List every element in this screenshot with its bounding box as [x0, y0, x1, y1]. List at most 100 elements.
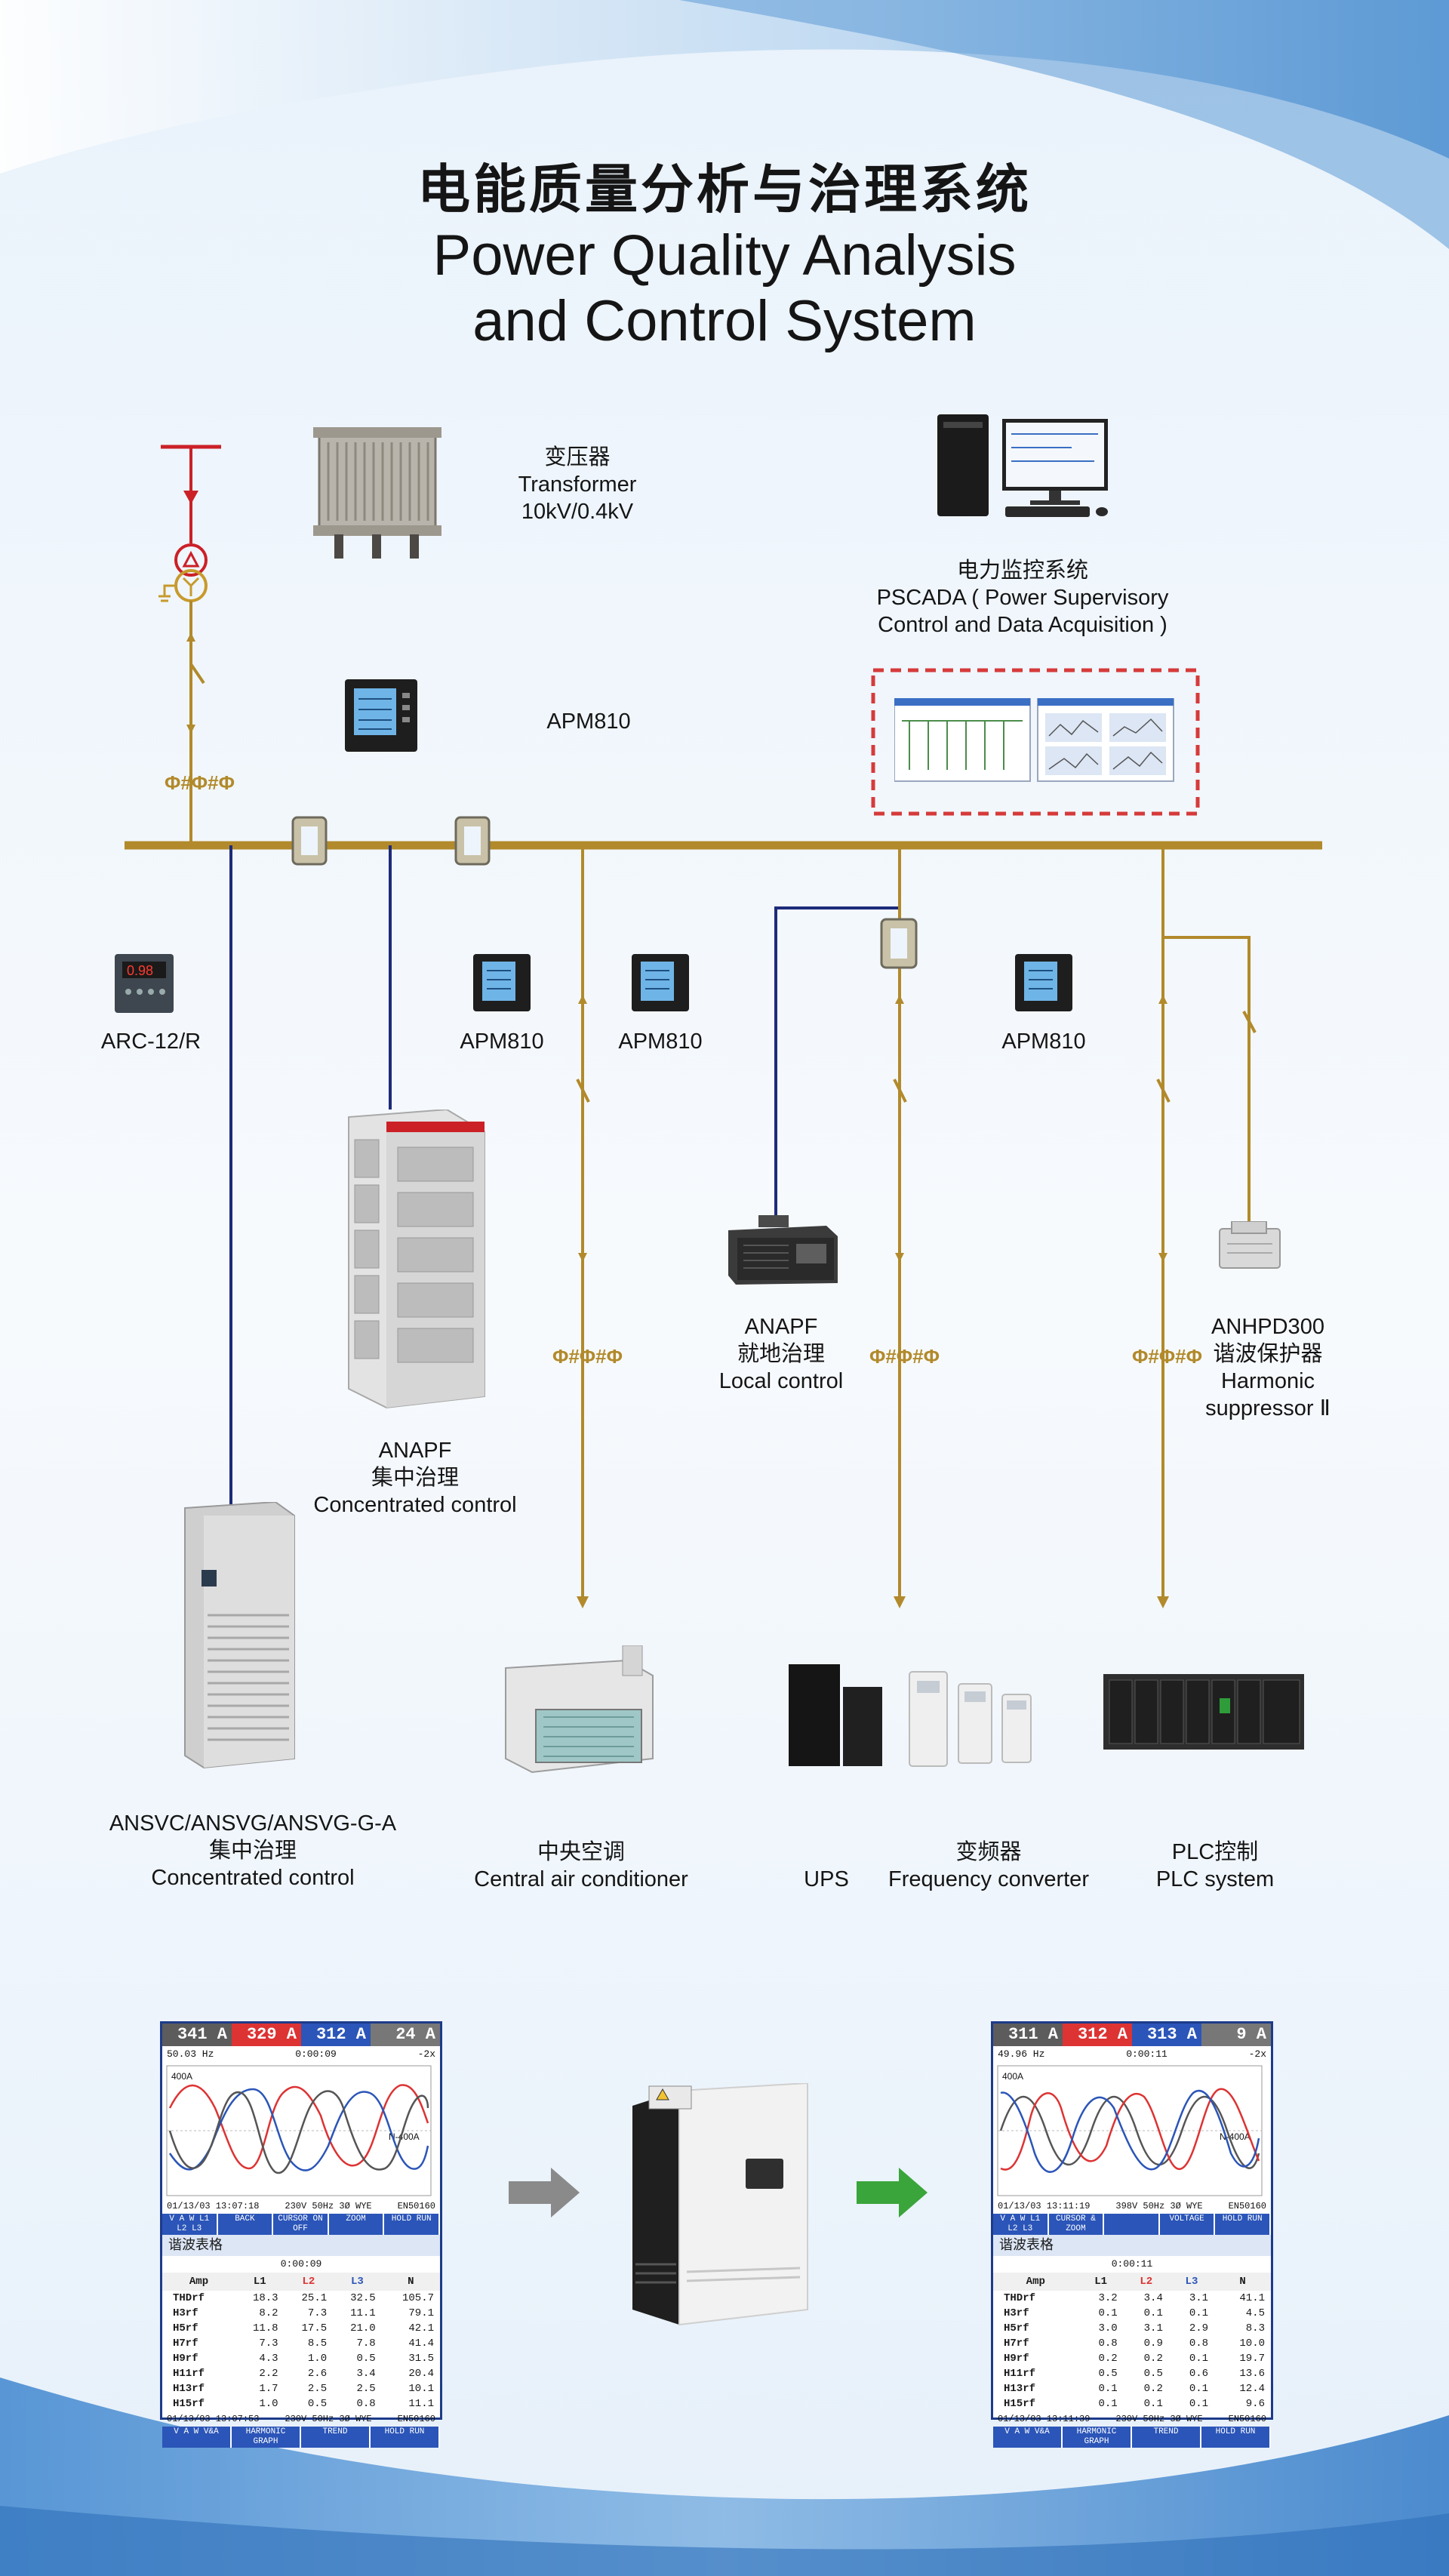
harmonic-order-cell: H13rf [173, 2383, 205, 2395]
scope-before-wave-l2 [168, 2084, 429, 2170]
anapf-central-label: ANAPF 集中治理 Concentrated control [294, 1437, 536, 1519]
scope-before-freq: 50.03 Hz [167, 2048, 214, 2060]
harmonic-value-cell: 3.0 [1098, 2322, 1118, 2334]
scope-after-status-row: 01/13/03 13:11:19 398V 50Hz 3Ø WYE EN501… [993, 2199, 1271, 2214]
scope-after-softkey2-2: HARMONIC GRAPH [1063, 2427, 1132, 2448]
scope-before-l1-reading: 341 A [162, 2024, 232, 2046]
anapf-local-unit [728, 1215, 838, 1285]
harmonic-value-cell: 8.3 [1245, 2322, 1265, 2334]
anapf-local-label: ANAPF 就地治理 Local control [679, 1313, 883, 1395]
pscada-label-en2: Control and Data Acquisition ) [878, 613, 1168, 637]
anhpd-branch-line [1163, 936, 1251, 1223]
harm-col-header: L1 [235, 2273, 285, 2291]
harm-col-header: Amp [162, 2273, 235, 2291]
anapf-local-label-en: ANAPF [744, 1315, 818, 1339]
harmonic-order-cell: THDrf [173, 2292, 205, 2304]
harmonic-value-cell: 0.2 [1143, 2383, 1163, 2395]
ansvc-label-en: ANSVC/ANSVG/ANSVG-G-A [109, 1811, 397, 1836]
scope-before-timer2-row: 0:00:09 [162, 2256, 440, 2273]
scope-before-bottom-std: EN50160 [397, 2414, 435, 2424]
scope-before-info-row: 50.03 Hz 0:00:09 -2x [162, 2046, 440, 2063]
scope-before-section-title: 谐波表格 [162, 2235, 440, 2256]
harmonic-order-cell: H9rf [1004, 2353, 1029, 2365]
harmonic-value-cell: 0.1 [1189, 2398, 1209, 2410]
harm-col-header: L1 [1078, 2273, 1124, 2291]
harmonic-value-cell: 0.1 [1098, 2307, 1118, 2319]
harmonic-order-cell: H15rf [1004, 2398, 1036, 2410]
harm-col-header: L2 [284, 2273, 334, 2291]
harmonic-order-cell: H5rf [173, 2322, 198, 2334]
anhpd300-label-desc1: Harmonic [1220, 1369, 1315, 1393]
ansvc-cabinet [184, 1502, 295, 1769]
harmonic-value-cell: 9.6 [1245, 2398, 1265, 2410]
aircon-label: 中央空调 Central air conditioner [453, 1839, 709, 1893]
scope-after-softkey2-4: HOLD RUN [1201, 2427, 1271, 2448]
scope-after-timer: 0:00:11 [1126, 2048, 1168, 2060]
scope-before-softkey-1: V A W L1 L2 L3 [162, 2214, 218, 2235]
harmonic-value-cell: 2.6 [307, 2368, 328, 2380]
harmonic-value-cell: 1.0 [259, 2398, 278, 2410]
scope-before-softkey2-1: V A W V&A [162, 2427, 232, 2448]
harmonic-value-cell: 3.2 [1098, 2292, 1118, 2304]
harmonic-value-cell: 0.8 [1098, 2337, 1118, 2350]
scope-before-softkey-2: BACK [218, 2214, 274, 2235]
harmonic-order-cell: H13rf [1004, 2383, 1036, 2395]
harmonic-value-cell: 31.5 [408, 2353, 434, 2365]
vfd-label-en: Frequency converter [888, 1867, 1089, 1891]
anapf-central-label-zh: 集中治理 [371, 1466, 459, 1490]
anapf-local-label-desc: Local control [718, 1369, 844, 1393]
anapf-central-cabinet [348, 1109, 485, 1409]
harmonic-value-cell: 0.1 [1189, 2353, 1209, 2365]
harmonic-value-cell: 0.5 [1143, 2368, 1163, 2380]
scope-before-softkey-5: HOLD RUN [384, 2214, 440, 2235]
harmonic-order-cell: H7rf [1004, 2337, 1029, 2350]
harmonic-value-cell: 0.8 [1189, 2337, 1209, 2350]
scope-before-timer2: 0:00:09 [280, 2258, 322, 2270]
harmonic-value-cell: 3.1 [1189, 2292, 1209, 2304]
harmonic-value-cell: 18.3 [252, 2292, 278, 2304]
scope-before-status-row: 01/13/03 13:07:18 230V 50Hz 3Ø WYE EN501… [162, 2199, 440, 2214]
scope-before-n-reading: 24 A [371, 2024, 440, 2046]
anapf-central-label-en: ANAPF [378, 1439, 452, 1463]
harmonic-value-cell: 4.3 [259, 2353, 278, 2365]
scope-before-waveform: 400A N-400A [166, 2065, 432, 2196]
harmonic-value-cell: 3.1 [1143, 2322, 1163, 2334]
plc-label: PLC控制 PLC system [1094, 1839, 1336, 1893]
plc-label-zh: PLC控制 [1171, 1840, 1259, 1864]
arc-12r-label: ARC-12/R [100, 1029, 202, 1054]
apm810-meter-c [1015, 954, 1072, 1011]
harmonic-value-cell: 0.1 [1143, 2398, 1163, 2410]
vfd-label: 变频器 Frequency converter [875, 1839, 1102, 1893]
harmonic-order-cell: H5rf [1004, 2322, 1029, 2334]
scope-after-bottom-std: EN50160 [1228, 2414, 1266, 2424]
transformer-primary-symbol [174, 543, 208, 577]
harmonic-value-cell: 8.2 [259, 2307, 278, 2319]
scope-after-peak-top: 400A [1002, 2071, 1023, 2082]
transformer-label: 变压器 Transformer 10kV/0.4kV [483, 444, 672, 525]
ansvc-label-desc: Concentrated control [151, 1866, 355, 1890]
ct-symbol-plc: Φ#Φ#Φ [1132, 1345, 1202, 1368]
pscada-screens-frame [871, 668, 1200, 816]
harmonic-value-cell: 0.2 [1098, 2353, 1118, 2365]
scope-after-softkey-2: CURSOR & ZOOM [1049, 2214, 1105, 2235]
scope-before-softkey2-2: HARMONIC GRAPH [232, 2427, 301, 2448]
scope-before-wave-l1 [168, 2090, 429, 2174]
harmonic-value-cell: 12.4 [1239, 2383, 1265, 2395]
pscada-computer-image [937, 414, 1108, 517]
transformer-label-zh: 变压器 [544, 445, 611, 469]
apm810-top-label: APM810 [546, 709, 631, 734]
scope-before-bottom-date: 01/13/03 13:07:53 [167, 2414, 260, 2424]
harmonic-value-cell: 0.8 [356, 2398, 376, 2410]
scope-after-l1-reading: 311 A [993, 2024, 1063, 2046]
harmonic-value-cell: 0.5 [356, 2353, 376, 2365]
scope-before-l3-reading: 312 A [301, 2024, 371, 2046]
harmonic-value-cell: 8.5 [307, 2337, 328, 2350]
